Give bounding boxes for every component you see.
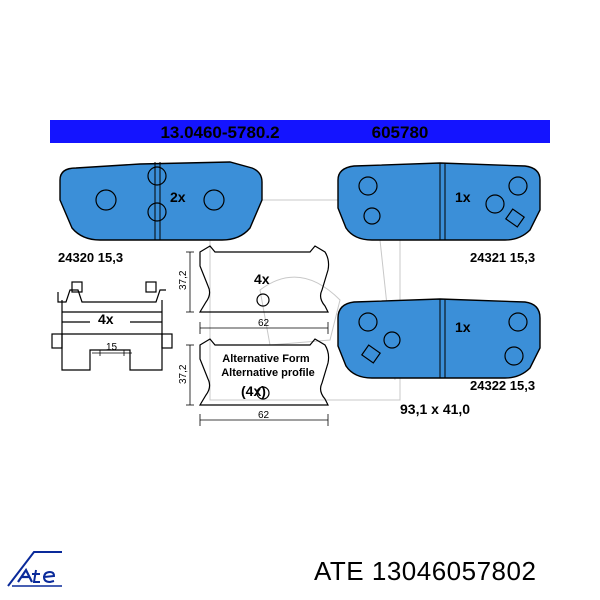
pad-3-qty: 1x <box>455 319 471 335</box>
shim-alt-line1: Alternative Form <box>222 353 310 365</box>
pad-1-qty: 2x <box>170 189 186 205</box>
brake-pad-1: 2x <box>59 161 263 241</box>
shim-top-dim-width: 62 <box>258 318 270 329</box>
brake-pad-3: 1x <box>337 298 541 379</box>
header-article-number: 13.0460-5780.2 <box>160 123 279 142</box>
pad-2-qty: 1x <box>455 189 471 205</box>
ate-logo-icon <box>4 546 66 592</box>
brake-pad-diagram: 13.0460-5780.2 605780 2x 24320 15,3 1x 2… <box>50 120 550 426</box>
shim-alt-dim-height: 37,2 <box>178 364 189 384</box>
shim-top-qty: 4x <box>254 271 270 287</box>
footer-part-number: 13046057802 <box>371 556 537 586</box>
footer-brand: ATE <box>314 556 365 586</box>
clip-dim: 15 <box>106 342 118 353</box>
shim-plate-top <box>186 245 330 334</box>
shim-alt-line2: Alternative profile <box>221 367 315 379</box>
pad-2-caption: 24321 15,3 <box>470 250 535 265</box>
shim-plate-alt <box>186 338 330 426</box>
clip-qty: 4x <box>98 311 114 327</box>
shim-top-dim-height: 37,2 <box>178 270 189 290</box>
pad-3-caption: 24322 15,3 <box>470 378 535 393</box>
pad-dimensions: 93,1 x 41,0 <box>400 401 470 417</box>
shim-alt-qty: (4x) <box>241 383 266 399</box>
spring-clip-set <box>51 281 173 371</box>
footer-part-label: ATE 13046057802 <box>314 556 536 587</box>
pad-1-caption: 24320 15,3 <box>58 250 123 265</box>
header-ref-number: 605780 <box>372 123 429 142</box>
brake-pad-2: 1x <box>337 162 541 241</box>
shim-alt-dim-width: 62 <box>258 410 270 421</box>
header-banner <box>50 120 550 143</box>
